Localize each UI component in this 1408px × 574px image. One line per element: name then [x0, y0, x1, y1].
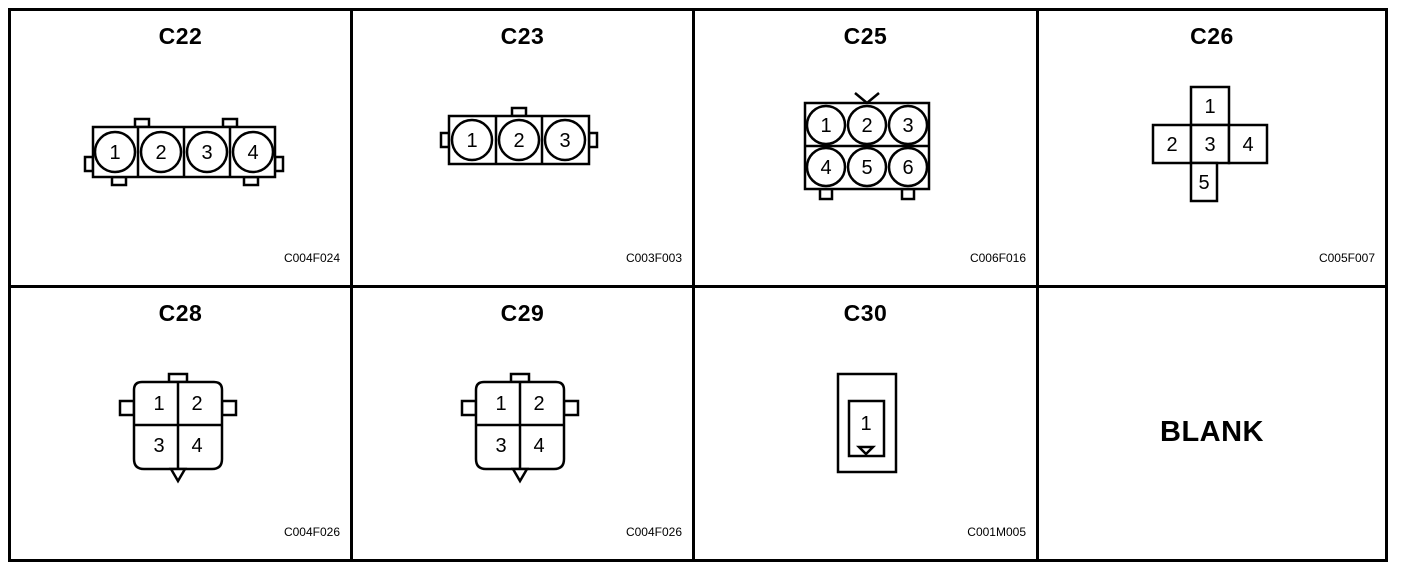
pin-label: 1	[1204, 96, 1215, 118]
pin-label: 3	[902, 115, 913, 137]
pin-label: 3	[495, 435, 506, 457]
connector-diagram-c30: 1	[836, 372, 898, 474]
connector-diagram-c22: 1 2 3 4	[83, 117, 285, 187]
pin-label: 2	[155, 142, 166, 164]
connector-title: C29	[500, 300, 545, 326]
connector-cell-c28: C28 1 2 3 4 C004F026	[11, 288, 353, 559]
connector-cell-c25: C25 1 2 3 4 5 6 C006F016	[695, 11, 1039, 288]
part-code: C004F026	[283, 525, 340, 539]
pin-label: 2	[861, 115, 872, 137]
pin-label: 6	[902, 157, 913, 179]
connector-cell-c26: C26 1 2 3 4 5 C005F007	[1039, 11, 1385, 288]
part-code: C004F024	[283, 251, 340, 265]
pin-label: 4	[820, 157, 831, 179]
pin-label: 2	[513, 130, 524, 152]
pin-label: 2	[191, 393, 202, 415]
pin-label: 4	[1242, 134, 1253, 156]
pin-label: 5	[861, 157, 872, 179]
blank-cell: BLANK	[1039, 288, 1385, 559]
connector-title: C30	[843, 300, 888, 326]
connector-cell-c29: C29 1 2 3 4 C004F026	[353, 288, 695, 559]
pin-label: 1	[466, 130, 477, 152]
connector-diagram-c26: 1 2 3 4 5	[1151, 85, 1269, 203]
connector-diagram-c23: 1 2 3	[439, 106, 599, 166]
connector-title: C28	[158, 300, 203, 326]
pin-label: 4	[247, 142, 258, 164]
connector-cell-c22: C22 1 2 3 4 C004F024	[11, 11, 353, 288]
pin-label: 5	[1198, 172, 1209, 194]
pin-label: 3	[1204, 134, 1215, 156]
pin-label: 2	[1166, 134, 1177, 156]
pin-label: 4	[533, 435, 544, 457]
part-code: C001M005	[967, 525, 1026, 539]
part-code: C005F007	[1318, 251, 1375, 265]
blank-label: BLANK	[1160, 416, 1264, 448]
connector-diagram-c28: 1 2 3 4	[118, 372, 238, 484]
pin-label: 1	[153, 393, 164, 415]
pin-label: 2	[533, 393, 544, 415]
pin-label: 1	[860, 413, 871, 435]
connector-grid: C22 1 2 3 4 C004F024 C23	[8, 8, 1388, 562]
pin-label: 1	[820, 115, 831, 137]
pin-label: 4	[191, 435, 202, 457]
connector-cell-c23: C23 1 2 3 C003F003	[353, 11, 695, 288]
pin-label: 1	[109, 142, 120, 164]
pin-label: 3	[153, 435, 164, 457]
part-code: C006F016	[969, 251, 1026, 265]
pin-label: 3	[559, 130, 570, 152]
pin-label: 3	[201, 142, 212, 164]
connector-title: C25	[843, 23, 888, 49]
connector-diagram-c29: 1 2 3 4	[460, 372, 580, 484]
part-code: C004F026	[625, 525, 682, 539]
connector-title: C22	[158, 23, 203, 49]
pin-label: 1	[495, 393, 506, 415]
connector-title: C26	[1190, 23, 1234, 49]
connector-diagram-c25: 1 2 3 4 5 6	[803, 92, 931, 201]
part-code: C003F003	[625, 251, 682, 265]
connector-cell-c30: C30 1 C001M005	[695, 288, 1039, 559]
connector-title: C23	[500, 23, 545, 49]
